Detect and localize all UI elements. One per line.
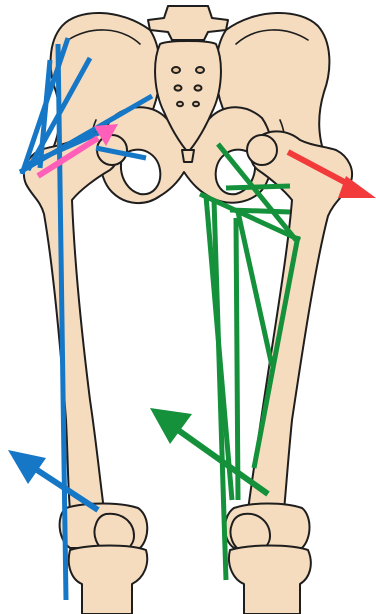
coccyx [182, 150, 194, 162]
right-tibia [229, 546, 311, 614]
left-knee [60, 504, 148, 614]
green-arrow [150, 408, 268, 494]
left-femur-shaft [24, 132, 119, 510]
green-muscle-9 [236, 218, 238, 500]
green-muscle-4 [230, 210, 290, 212]
lumbar-vertebra [148, 6, 228, 40]
green-muscle-7 [238, 212, 272, 366]
green-muscle-2 [226, 186, 290, 188]
left-tibia [69, 546, 147, 614]
right-knee [225, 504, 311, 614]
right-femoral-head [247, 135, 277, 165]
